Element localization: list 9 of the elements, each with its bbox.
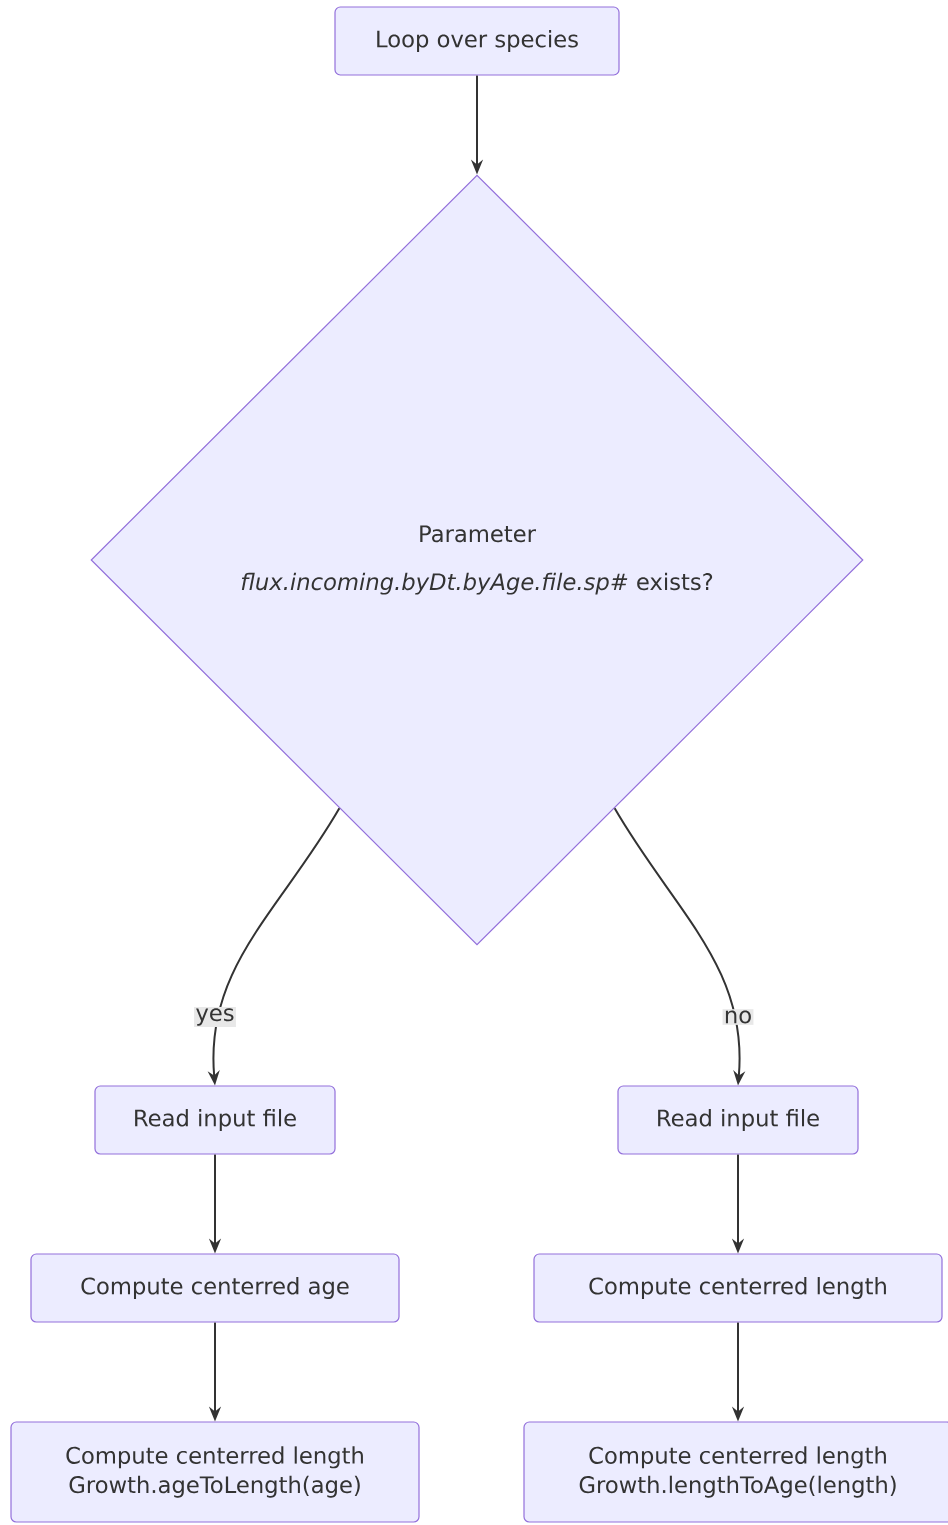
process-box: Read input file (617, 1085, 859, 1155)
process-box: Compute centerred length Growth.lengthToAge(length) (523, 1421, 948, 1523)
process-box: Compute centerred age (30, 1253, 400, 1323)
process-box: Read input file (94, 1085, 336, 1155)
process-box: Compute centerred length (533, 1253, 943, 1323)
process-box: Loop over species (334, 6, 620, 76)
edge-label: no (725, 1010, 751, 1024)
edge-label: yes (196, 1008, 234, 1026)
process-box: Compute centerred length Growth.ageToLength(age) (10, 1421, 420, 1523)
